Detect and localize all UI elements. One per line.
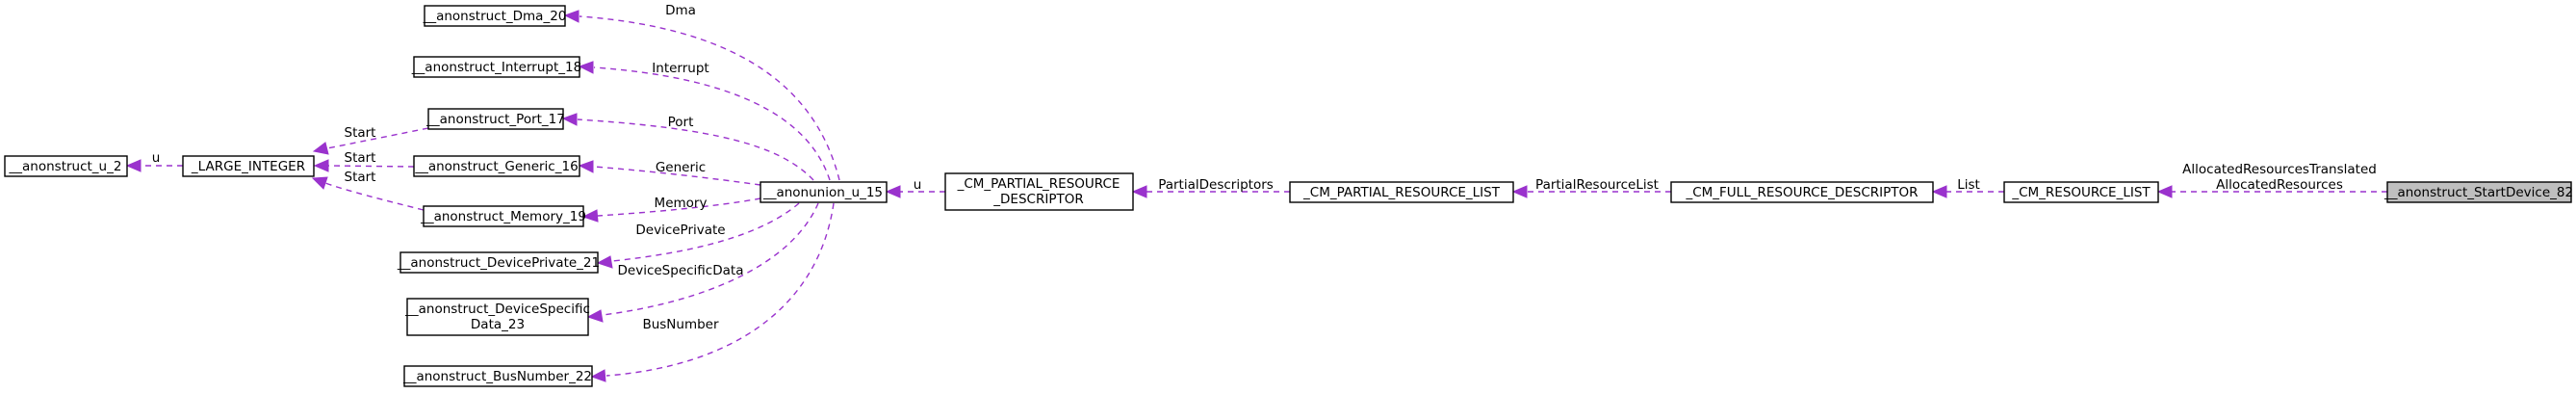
edge-memory [581, 197, 761, 223]
node-dma-20[interactable]: __anonstruct_Dma_20 [423, 5, 567, 27]
edge-device-private [596, 202, 800, 269]
svg-text:__anonstruct_Dma_20: __anonstruct_Dma_20 [423, 9, 567, 24]
edge-label-u-union: u [914, 177, 922, 193]
node-anonunion-u-15[interactable]: __anonunion_u_15 [760, 181, 888, 203]
node-memory-19[interactable]: __anonstruct_Memory_19 [420, 205, 586, 227]
edge-label-generic: Generic [656, 160, 706, 175]
node-resource-list[interactable]: _CM_RESOURCE_LIST [2003, 181, 2159, 203]
edge-list [1931, 185, 2004, 198]
edge-label-device-private: DevicePrivate [635, 223, 725, 238]
edge-partial-descriptors [1131, 185, 1290, 198]
edge-port [561, 113, 814, 181]
svg-text:_CM_PARTIAL_RESOURCE_LIST: _CM_PARTIAL_RESOURCE_LIST [1302, 185, 1501, 200]
edge-start-port [312, 127, 429, 155]
node-generic-16[interactable]: __anonstruct_Generic_16 [413, 155, 580, 177]
node-large-integer[interactable]: _LARGE_INTEGER [182, 155, 315, 177]
edge-dma [563, 10, 840, 181]
svg-text:_CM_PARTIAL_RESOURCE: _CM_PARTIAL_RESOURCE [957, 176, 1121, 192]
svg-text:__anonstruct_Port_17: __anonstruct_Port_17 [425, 112, 565, 127]
node-port-17[interactable]: __anonstruct_Port_17 [425, 108, 565, 130]
node-anonstruct-u-2[interactable]: __anonstruct_u_2 [4, 155, 128, 177]
svg-text:_DESCRIPTOR: _DESCRIPTOR [992, 192, 1083, 207]
edge-label-partial-resource-list: PartialResourceList [1535, 177, 1659, 193]
svg-text:__anonunion_u_15: __anonunion_u_15 [762, 185, 883, 200]
edge-label-memory: Memory [655, 196, 708, 211]
node-start-device[interactable]: __anonstruct_StartDevice_82 [2383, 181, 2573, 203]
edge-label-start-memory: Start [345, 170, 376, 185]
svg-text:__anonstruct_DeviceSpecific: __anonstruct_DeviceSpecific [404, 302, 590, 317]
svg-text:Data_23: Data_23 [471, 317, 525, 332]
edge-bus-number [590, 202, 835, 382]
node-interrupt-18[interactable]: __anonstruct_Interrupt_18 [411, 56, 581, 78]
svg-text:__anonstruct_Interrupt_18: __anonstruct_Interrupt_18 [411, 60, 581, 75]
svg-text:__anonstruct_u_2: __anonstruct_u_2 [9, 159, 122, 174]
node-partial-resource-descriptor[interactable]: _CM_PARTIAL_RESOURCE _DESCRIPTOR [944, 172, 1134, 211]
node-partial-resource-list[interactable]: _CM_PARTIAL_RESOURCE_LIST [1289, 181, 1514, 203]
edge-u-large [125, 159, 183, 172]
edge-label-start-port: Start [345, 125, 376, 141]
edge-interrupt [578, 61, 831, 181]
edge-start-generic [313, 159, 415, 172]
edge-label-port: Port [668, 115, 694, 130]
node-device-private-21[interactable]: __anonstruct_DevicePrivate_21 [397, 251, 600, 274]
edge-label-u-large: u [152, 150, 161, 166]
edge-label-list: List [1957, 177, 1980, 193]
edge-allocated-resources [2156, 185, 2387, 198]
edge-label-start-generic: Start [345, 150, 376, 166]
edge-label-allocated-resources-translated: AllocatedResourcesTranslated [2182, 162, 2377, 177]
svg-text:__anonstruct_Memory_19: __anonstruct_Memory_19 [420, 209, 586, 224]
edge-partial-resource-list [1511, 185, 1671, 198]
svg-text:_CM_FULL_RESOURCE_DESCRIPTOR: _CM_FULL_RESOURCE_DESCRIPTOR [1685, 185, 1918, 200]
edge-label-interrupt: Interrupt [652, 61, 708, 76]
svg-text:__anonstruct_Generic_16: __anonstruct_Generic_16 [414, 159, 578, 174]
svg-text:__anonstruct_BusNumber_22: __anonstruct_BusNumber_22 [402, 369, 592, 384]
edge-label-device-specific-data: DeviceSpecificData [618, 263, 744, 278]
edge-label-partial-descriptors: PartialDescriptors [1158, 177, 1274, 193]
svg-text:_LARGE_INTEGER: _LARGE_INTEGER [191, 159, 305, 174]
edge-device-specific-data [586, 202, 819, 323]
edge-u-union [885, 185, 945, 198]
node-device-specific-data-23[interactable]: __anonstruct_DeviceSpecific Data_23 [404, 298, 590, 336]
edge-start-memory [311, 176, 425, 211]
edge-label-bus-number: BusNumber [642, 317, 719, 332]
edge-label-allocated-resources: AllocatedResources [2216, 177, 2343, 193]
node-bus-number-22[interactable]: __anonstruct_BusNumber_22 [402, 365, 593, 387]
edge-label-dma: Dma [665, 3, 696, 18]
svg-text:_CM_RESOURCE_LIST: _CM_RESOURCE_LIST [2011, 185, 2151, 200]
svg-text:__anonstruct_DevicePrivate_21: __anonstruct_DevicePrivate_21 [397, 255, 600, 271]
node-full-resource-descriptor[interactable]: _CM_FULL_RESOURCE_DESCRIPTOR [1670, 181, 1934, 203]
edge-generic [578, 160, 761, 186]
svg-text:__anonstruct_StartDevice_82: __anonstruct_StartDevice_82 [2383, 185, 2573, 200]
